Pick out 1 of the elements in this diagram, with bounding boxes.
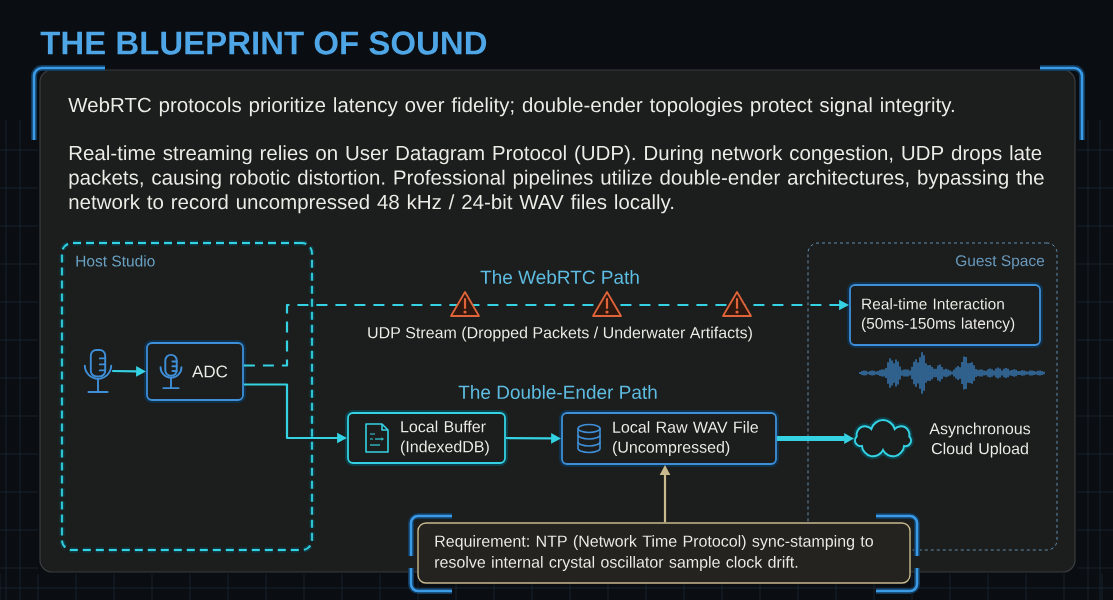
title: THE BLUEPRINT OF SOUND: [40, 31, 487, 55]
